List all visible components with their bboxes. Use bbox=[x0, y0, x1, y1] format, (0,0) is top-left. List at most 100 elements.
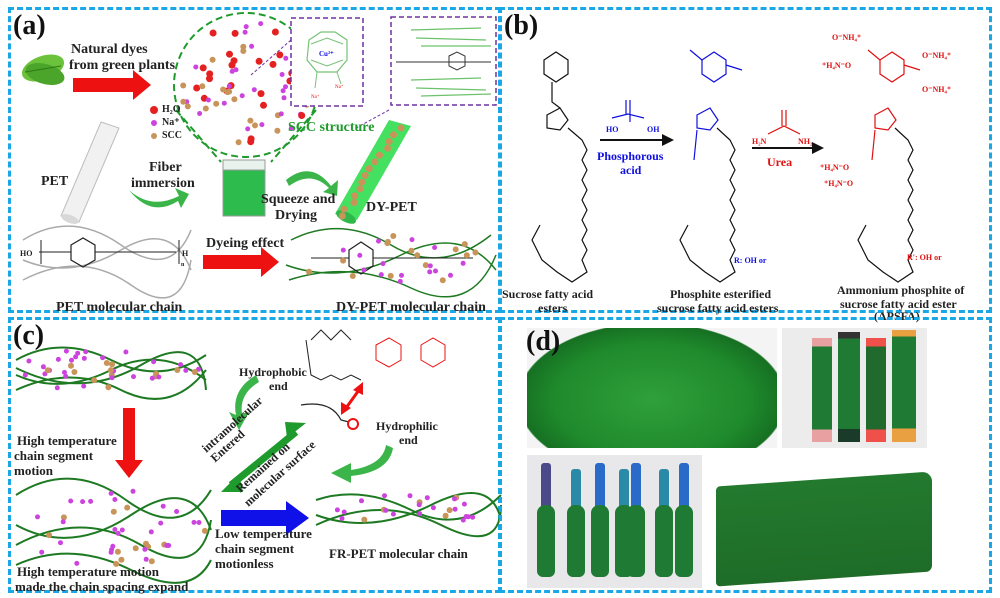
particle-na bbox=[283, 55, 289, 61]
chain-particle-na bbox=[339, 516, 345, 521]
chain-particle-na bbox=[75, 350, 81, 356]
reactant-label-1: Sucrose fatty acid bbox=[502, 287, 594, 301]
chain-particle-na bbox=[112, 527, 118, 532]
bobbin-tube bbox=[679, 463, 689, 513]
particle-scc bbox=[252, 122, 258, 129]
knitted-fabric bbox=[716, 471, 932, 587]
hydrophobic-label: Hydrophobic bbox=[239, 365, 307, 379]
pet-label: PET bbox=[41, 174, 69, 189]
chain-particle-scc bbox=[174, 367, 181, 373]
chain-particle-scc bbox=[71, 369, 78, 375]
panel-a: (a) Cu²⁺ Na⁺ Na⁺ bbox=[8, 7, 501, 315]
chain-particle-na bbox=[109, 375, 115, 381]
particle-na bbox=[280, 88, 286, 94]
chain-particle-scc bbox=[201, 527, 208, 534]
particle-water bbox=[209, 29, 217, 37]
chain-particle-na bbox=[427, 269, 433, 275]
rod-particle bbox=[385, 138, 393, 145]
dy-pet-particles bbox=[338, 124, 405, 220]
particle-water bbox=[260, 101, 267, 109]
green-arrow-hydrophobic bbox=[229, 375, 259, 430]
reaction-arrow-1 bbox=[662, 134, 674, 146]
chain-particle-na bbox=[156, 374, 162, 380]
phosphorous-label: Phosphorous bbox=[597, 149, 664, 163]
red-double-arrow-end-1 bbox=[341, 402, 351, 415]
product-label-1: Ammonium phosphite of bbox=[837, 283, 965, 297]
drying-label: Drying bbox=[275, 208, 317, 223]
particle-scc bbox=[220, 86, 227, 93]
bobbin-tube bbox=[619, 469, 629, 519]
bobbin-tube bbox=[571, 469, 581, 519]
product-label-2: sucrose fatty acid ester bbox=[840, 297, 957, 311]
chain-particle-na bbox=[465, 514, 471, 520]
chain-particle-na bbox=[83, 349, 89, 355]
particle-water bbox=[199, 64, 207, 72]
particle-na bbox=[251, 87, 257, 93]
phosphorous-acid-ho: HO bbox=[606, 125, 619, 134]
chain-particle-na bbox=[178, 362, 184, 368]
chain-particle-na bbox=[433, 268, 438, 274]
particle-scc bbox=[202, 105, 209, 112]
particle-scc bbox=[184, 103, 191, 110]
rod-particle bbox=[376, 151, 383, 159]
particle-water bbox=[257, 90, 265, 98]
chain-particle-na bbox=[35, 514, 40, 520]
chain-particle-na bbox=[112, 497, 118, 502]
chain-particle-scc bbox=[387, 272, 394, 279]
yarn-cone-3 bbox=[866, 338, 886, 442]
hydrophilic-end-label: end bbox=[399, 433, 418, 447]
dy-pet-chain-structure bbox=[285, 227, 497, 298]
na-label-2: Na⁺ bbox=[335, 84, 344, 90]
r-prime-definition: R': OH or bbox=[907, 253, 942, 262]
particle-na bbox=[226, 83, 232, 89]
expand-label-1: High temperature motion bbox=[17, 564, 160, 579]
fr-pet-chain-bundle bbox=[315, 492, 502, 538]
particle-na bbox=[279, 72, 285, 77]
panel-label-b: (b) bbox=[504, 10, 539, 41]
chain-particle-scc bbox=[414, 252, 421, 259]
chain-particle-scc bbox=[422, 262, 429, 269]
dy-pet-chain-particles bbox=[306, 233, 479, 284]
particle-scc bbox=[274, 127, 281, 134]
rod-particle bbox=[338, 212, 346, 220]
chain-particle-na bbox=[164, 543, 170, 548]
apsfa-structure bbox=[867, 49, 921, 161]
hydrophilic-label: Hydrophilic bbox=[376, 419, 438, 433]
chain-particle-na bbox=[361, 267, 367, 273]
chain-particle-na bbox=[160, 503, 166, 509]
h4no-label-1: ⁺H₄N⁻O bbox=[822, 61, 852, 70]
chain-particle-na bbox=[378, 272, 384, 278]
urea-structure bbox=[767, 110, 801, 135]
particle-water bbox=[298, 112, 306, 119]
chain-particle-scc bbox=[452, 246, 459, 253]
panel-c-graphics bbox=[15, 329, 502, 584]
particle-scc bbox=[180, 98, 187, 105]
chain-particle-scc bbox=[124, 504, 131, 511]
panel-label-d: (d) bbox=[526, 326, 561, 357]
chain-particle-na bbox=[143, 556, 149, 562]
low-temp-label-2: chain segment bbox=[215, 541, 295, 556]
chain-particle-na bbox=[380, 261, 386, 267]
chain-particle-na bbox=[110, 543, 116, 549]
low-temp-label-1: Low temperature bbox=[215, 526, 312, 541]
sodium-ion-icon bbox=[151, 120, 157, 126]
blue-arrow-right bbox=[221, 501, 309, 535]
chain-particle-na bbox=[196, 520, 202, 525]
scc-particle-icon bbox=[151, 133, 157, 139]
chain-particle-na bbox=[131, 374, 136, 380]
chain-particle-na bbox=[62, 369, 67, 375]
apsfa-chain bbox=[857, 127, 914, 283]
chain-particle-na bbox=[58, 540, 63, 546]
chain-particle-na bbox=[108, 490, 114, 496]
particle-na bbox=[258, 21, 264, 27]
particle-na bbox=[259, 122, 265, 128]
particle-water bbox=[247, 138, 255, 146]
bobbin-tube bbox=[659, 469, 669, 519]
particle-na bbox=[245, 126, 251, 132]
chain-particle-scc bbox=[148, 558, 155, 565]
particle-na bbox=[221, 100, 227, 106]
chain-particle-scc bbox=[384, 238, 391, 245]
bobbin-yarn bbox=[675, 505, 693, 577]
chain-particle-na bbox=[407, 493, 413, 499]
bobbin-tube bbox=[631, 463, 641, 513]
